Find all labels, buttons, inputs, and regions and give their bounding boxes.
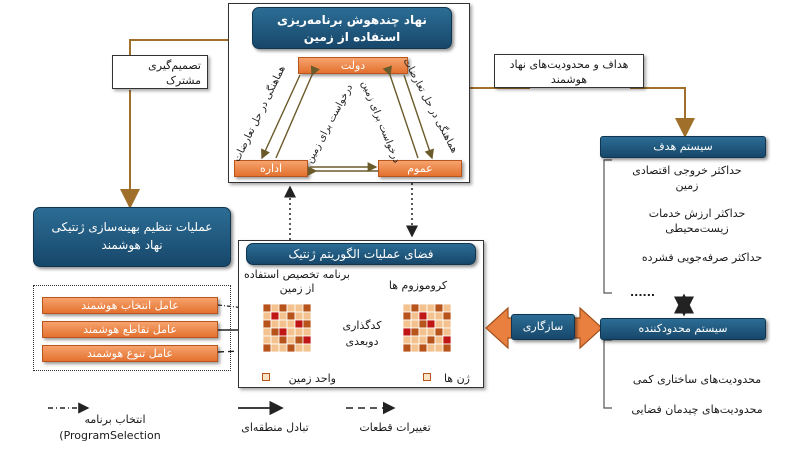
allocation-program-label: برنامه تخصیص استفاده از زمین: [244, 268, 350, 295]
genetic-operations-area: [33, 285, 231, 371]
goals-constraints-box: هداف و محدودیت‌های نهاد هوشمند: [494, 54, 644, 88]
connector-gov-to-joint: [129, 39, 228, 55]
objective-item-environment: حداکثر ارزش خدمات زیست‌محیطی: [648, 207, 746, 235]
constraint-item-structural: محدودیت‌های ساختاری کمی: [632, 373, 762, 386]
objective-item-saving: حداکثر صرفه‌جویی فشرده: [641, 251, 763, 264]
constraint-item-spatial: محدودیت‌های چیدمان فضایی: [631, 403, 763, 416]
joint-decision-box: تصمیم‌گیری مشترک: [112, 55, 208, 89]
operator-mutation: عامل تنوع هوشمند: [42, 345, 218, 362]
constraint-bracket: [603, 339, 612, 409]
institution-triangle: هماهنگی در حل تعارضات درخواست برای زمین …: [231, 56, 461, 176]
two-dim-coding-label: کدگذاری دوبعدی: [342, 319, 382, 348]
operator-crossover: عامل تقاطع هوشمند: [42, 321, 218, 338]
connector-goals-to-objective: [630, 87, 695, 138]
constraint-system-title: سیستم محدودکننده: [600, 318, 766, 340]
objective-bracket: [603, 159, 612, 294]
legend-regional-exchange: تبادل منطقه‌ای: [241, 421, 309, 434]
objective-system-title: سیستم هدف: [600, 136, 766, 158]
compatibility-label: سازگاری: [511, 314, 575, 340]
chromosomes-label: کروموزوم ها: [388, 279, 448, 292]
genetic-operations-title: عملیات تنظیم بهینه‌سازی ژنتیکی نهاد هوشم…: [33, 207, 231, 267]
operator-selection: عامل انتخاب هوشمند: [42, 297, 218, 314]
objective-item-economic: حداکثر خروجی اقتصادی زمین: [632, 164, 742, 192]
objective-item-ellipsis: ......: [630, 286, 656, 299]
allocation-grid: [262, 303, 312, 353]
genes-label: ژن ها: [443, 372, 470, 385]
administration-node: اداره: [234, 160, 308, 177]
legend-piece-changes: تغییرات قطعات: [359, 421, 431, 434]
land-unit-label: واحد زمین: [288, 372, 336, 385]
land-unit-swatch: [262, 373, 270, 381]
legend-program-selection-en: (ProgramSelection: [59, 429, 161, 442]
gene-swatch: [423, 373, 431, 381]
legend-program-selection: انتخاب برنامه: [84, 413, 146, 426]
ga-space-title: فضای عملیات الگوریتم ژنتیک: [246, 243, 476, 265]
institution-title: نهاد چندهوش برنامه‌ریزی استفاده از زمین: [252, 7, 452, 49]
chromosome-grid: [402, 303, 452, 353]
state-node: دولت: [298, 57, 408, 74]
public-node: عموم: [378, 160, 462, 177]
